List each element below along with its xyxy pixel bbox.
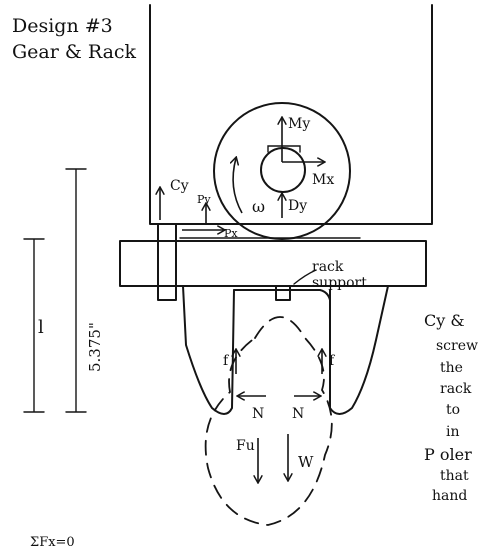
side-note-line-9: hand [432, 488, 467, 504]
w-label: W [298, 453, 314, 471]
n-left-label: N [252, 406, 264, 422]
rack-bar [119, 240, 427, 287]
side-note-line-5: to [446, 402, 460, 418]
side-note-line-8: that [440, 468, 469, 484]
gear-hub [260, 147, 306, 193]
px-label: Px [224, 227, 238, 240]
side-note-line-6: in [446, 424, 460, 440]
side-note-line-1: Cy & [424, 311, 465, 330]
n-right-label: N [292, 406, 304, 422]
l-dimension-line [23, 238, 45, 413]
fu-label: Fu [236, 438, 255, 454]
screw-clamp [157, 223, 177, 301]
upper-frame [149, 4, 433, 225]
jaw-holder [182, 285, 389, 415]
title-line-1: Design #3 [12, 15, 113, 37]
side-note-line-3: the [440, 360, 463, 376]
height-dimension-label: 5.375" [86, 322, 104, 372]
side-note-line-2: screw [436, 338, 478, 354]
rack-support-label-2: support [312, 275, 367, 291]
side-note: Cy & screw the rack to in P oler that ha… [424, 311, 478, 504]
f-left-label: f [223, 353, 230, 369]
dy-label: Dy [288, 198, 307, 214]
jaw-inner-edge [233, 289, 331, 301]
rotation-arrow [233, 158, 243, 214]
rack-support-leader [293, 269, 317, 285]
gear-shaft-key [267, 145, 301, 153]
l-label: l [38, 317, 44, 338]
f-right-label: f [329, 353, 336, 369]
side-note-line-4: rack [440, 381, 472, 397]
rack-support-label-1: rack [312, 259, 344, 275]
title-line-2: Gear & Rack [12, 41, 137, 63]
sum-fx-equation: ΣFx=0 [30, 535, 75, 550]
omega-label: ω [252, 197, 265, 216]
py-label: Py [197, 193, 211, 206]
height-dimension-line [65, 168, 87, 413]
side-note-line-7: P oler [424, 445, 472, 464]
cy-label: Cy [170, 178, 189, 194]
my-label: My [288, 116, 310, 132]
mx-label: Mx [312, 172, 334, 188]
gear-wheel [213, 102, 351, 240]
held-object-outline [204, 316, 333, 526]
rack-support-block [275, 285, 291, 301]
